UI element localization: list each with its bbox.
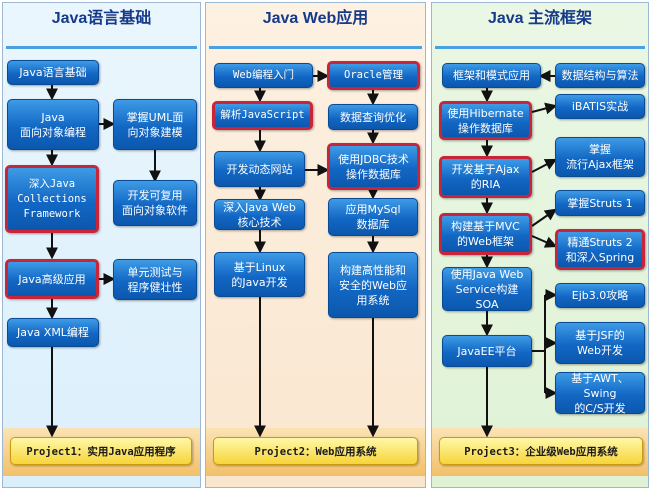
node-uml-modeling[interactable]: 掌握UML面 向对象建模 <box>113 99 197 150</box>
node-frameworks-patterns[interactable]: 框架和模式应用 <box>442 63 541 88</box>
node-linux-java[interactable]: 基于Linux 的Java开发 <box>214 252 305 297</box>
node-query-optimization[interactable]: 数据查询优化 <box>328 104 418 130</box>
node-web-intro[interactable]: Web编程入门 <box>214 63 313 88</box>
column-title-3: Java 主流框架 <box>487 10 593 27</box>
node-ibatis[interactable]: iBATIS实战 <box>555 94 645 119</box>
node-struts1[interactable]: 掌握Struts 1 <box>555 190 645 216</box>
node-hibernate[interactable]: 使用Hibernate 操作数据库 <box>439 101 532 140</box>
project-3[interactable]: Project3：企业级Web应用系统 <box>439 437 643 465</box>
node-ajax-frameworks[interactable]: 掌握 流行Ajax框架 <box>555 137 645 177</box>
node-java-xml[interactable]: Java XML编程 <box>7 318 99 347</box>
node-high-performance-web[interactable]: 构建高性能和 安全的Web应 用系统 <box>328 252 418 318</box>
node-reusable-oo-software[interactable]: 开发可复用 面向对象软件 <box>113 180 197 226</box>
node-jdbc[interactable]: 使用JDBC技术 操作数据库 <box>327 143 420 190</box>
column-title-1: Java语言基础 <box>51 10 152 27</box>
column-title-2: Java Web应用 <box>262 10 369 27</box>
node-unit-testing[interactable]: 单元测试与 程序健壮性 <box>113 259 197 300</box>
node-java-advanced[interactable]: Java高级应用 <box>5 259 99 299</box>
node-dynamic-website[interactable]: 开发动态网站 <box>214 151 305 187</box>
node-java-oop[interactable]: Java 面向对象编程 <box>7 99 99 150</box>
node-mvc-framework[interactable]: 构建基于MVC 的Web框架 <box>439 213 532 255</box>
node-awt-swing[interactable]: 基于AWT、Swing 的C/S开发 <box>555 372 645 415</box>
node-java-basics[interactable]: Java语言基础 <box>7 60 99 85</box>
project-1[interactable]: Project1：实用Java应用程序 <box>10 437 192 465</box>
title-underline-2 <box>209 46 422 49</box>
node-oracle-admin[interactable]: Oracle管理 <box>327 61 420 90</box>
node-mysql[interactable]: 应用MySql 数据库 <box>328 198 418 236</box>
title-underline-1 <box>6 46 197 49</box>
node-ejb3[interactable]: Ejb3.0攻略 <box>555 283 645 308</box>
node-jsf[interactable]: 基于JSF的 Web开发 <box>555 322 645 364</box>
node-java-collections[interactable]: 深入Java Collections Framework <box>5 165 99 233</box>
node-web-service-soa[interactable]: 使用Java Web Service构建SOA <box>442 267 532 311</box>
node-java-web-core[interactable]: 深入Java Web 核心技术 <box>214 199 305 230</box>
project-2[interactable]: Project2：Web应用系统 <box>213 437 418 465</box>
node-struts2-spring[interactable]: 精通Struts 2 和深入Spring <box>555 229 645 270</box>
node-javascript[interactable]: 解析JavaScript <box>212 101 313 130</box>
node-data-structures[interactable]: 数据结构与算法 <box>555 63 645 88</box>
title-underline-3 <box>435 46 645 49</box>
node-ajax-ria[interactable]: 开发基于Ajax 的RIA <box>439 156 532 198</box>
node-javaee-platform[interactable]: JavaEE平台 <box>442 335 532 367</box>
